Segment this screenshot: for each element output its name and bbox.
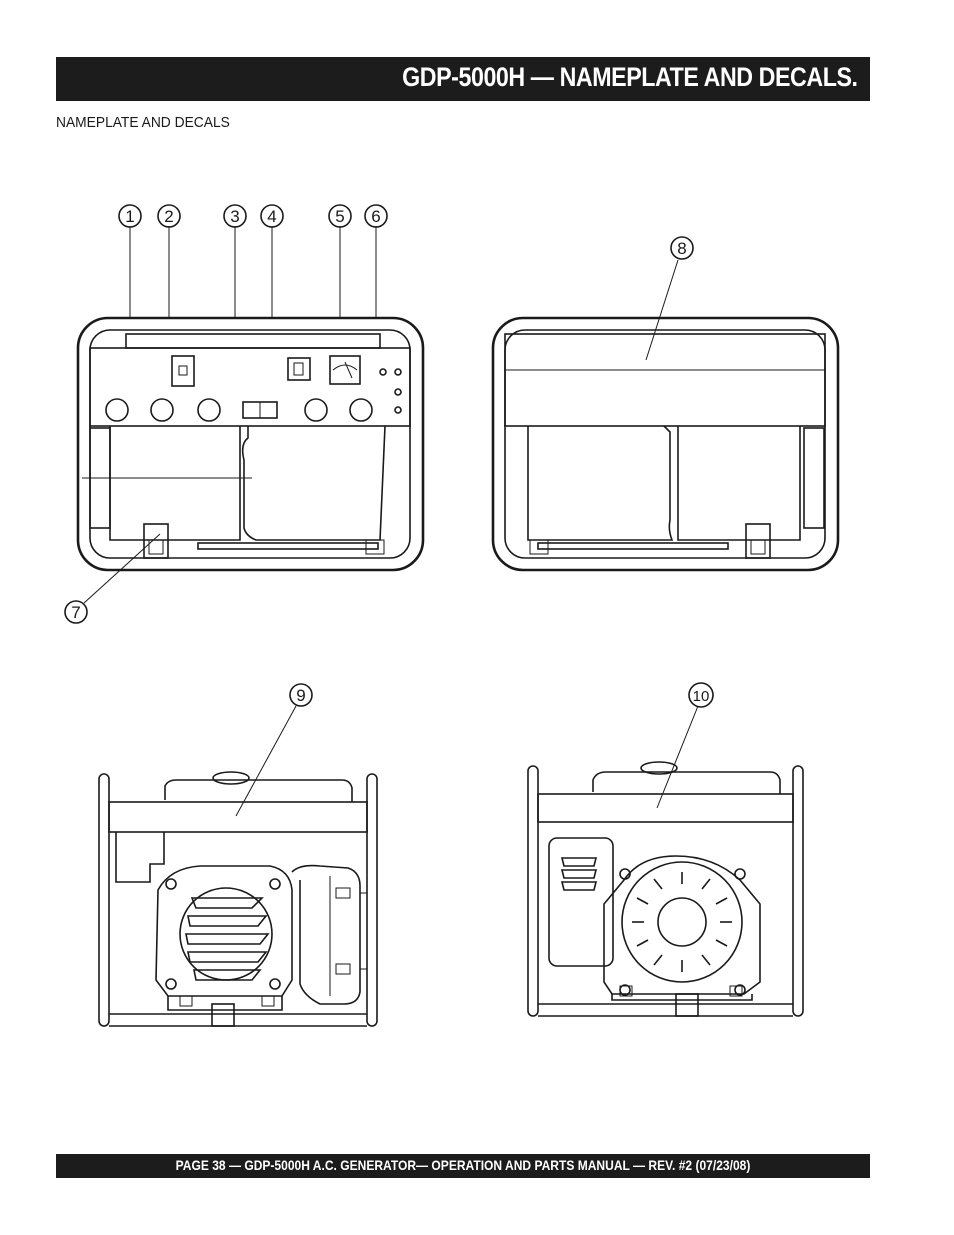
callout-label: 5 <box>335 207 344 226</box>
callout-4: 4 <box>260 204 284 228</box>
section-label: NAMEPLATE AND DECALS <box>56 114 230 131</box>
footer-text: PAGE 38 — GDP-5000H A.C. GENERATOR— OPER… <box>175 1157 751 1173</box>
callout-label: 1 <box>125 207 134 226</box>
callout-1: 1 <box>118 204 142 228</box>
front-view-drawing <box>76 226 425 604</box>
callout-8: 8 <box>670 236 694 260</box>
callout-label: 9 <box>296 686 305 705</box>
side-view-left-drawing <box>98 705 378 1027</box>
callout-label: 3 <box>230 207 239 226</box>
callout-label: 4 <box>267 207 276 226</box>
callout-label: 2 <box>164 207 173 226</box>
callout-3: 3 <box>223 204 247 228</box>
callout-6: 6 <box>364 204 388 228</box>
page-title: GDP-5000H — NAMEPLATE AND DECALS. <box>402 62 859 92</box>
header-bar: GDP-5000H — NAMEPLATE AND DECALS. <box>56 57 870 101</box>
callout-2: 2 <box>157 204 181 228</box>
callout-label: 6 <box>371 207 380 226</box>
callout-10: 10 <box>688 682 714 708</box>
callout-label: 7 <box>71 603 80 622</box>
footer-bar: PAGE 38 — GDP-5000H A.C. GENERATOR— OPER… <box>56 1154 870 1178</box>
side-view-right-drawing <box>527 705 804 1017</box>
rear-view-drawing <box>491 259 840 572</box>
callout-5: 5 <box>328 204 352 228</box>
callout-label: 10 <box>693 688 710 705</box>
callout-7: 7 <box>64 600 88 624</box>
callout-label: 8 <box>677 239 686 258</box>
callout-9: 9 <box>289 683 313 707</box>
